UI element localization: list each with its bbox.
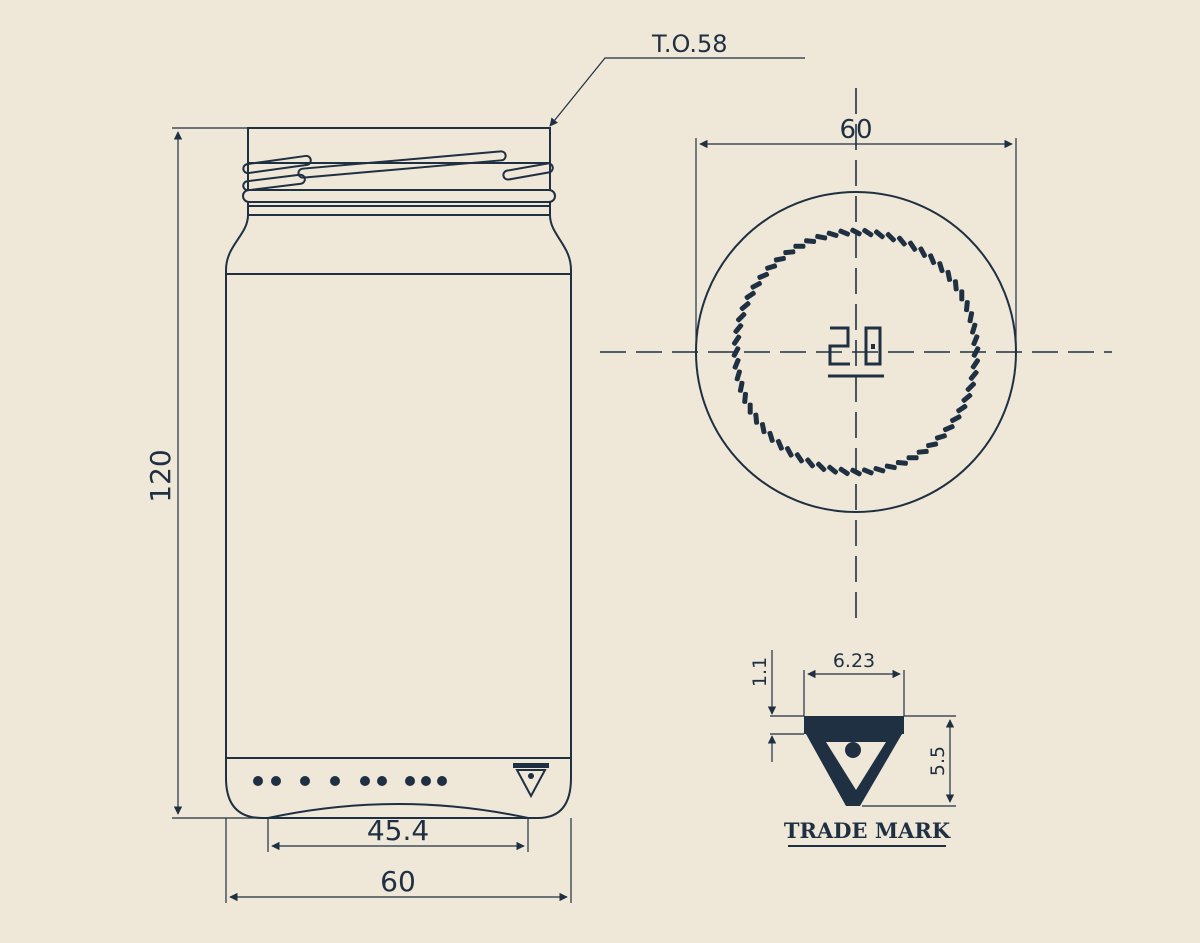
knurl-tooth xyxy=(731,334,742,346)
side-view-dimensions xyxy=(172,57,805,903)
jar-top-view xyxy=(600,88,1112,620)
knurl-tooth xyxy=(767,430,775,443)
knurl-tooth xyxy=(873,466,886,474)
knurl-tooth xyxy=(934,433,947,441)
base-embossing xyxy=(253,776,447,786)
knurl-tooth xyxy=(838,228,851,237)
center-mold-mark xyxy=(828,326,884,378)
knurl-tooth xyxy=(794,452,805,464)
knurl-tooth xyxy=(961,392,973,403)
knurl-tooth xyxy=(731,346,741,358)
trade-height-label: 5.5 xyxy=(927,746,949,776)
trade-mark-caption: TRADE MARK xyxy=(784,818,951,843)
knurl-tooth xyxy=(773,255,786,263)
jar-body-outline xyxy=(225,214,572,819)
knurl-tooth xyxy=(805,457,816,469)
top-diameter-label: 60 xyxy=(839,115,872,145)
knurl-tooth xyxy=(885,232,896,243)
knurl-tooth xyxy=(965,381,976,392)
knurl-tooth xyxy=(736,312,747,323)
knurl-tooth xyxy=(732,357,741,370)
knurl-tooth xyxy=(937,261,945,274)
knurl-tooth xyxy=(945,269,953,282)
knurl-tooth xyxy=(884,463,897,471)
knurl-tooth xyxy=(952,279,959,292)
knurl-tooth xyxy=(765,263,778,271)
base-curve xyxy=(267,803,529,819)
knurl-tooth xyxy=(747,402,753,415)
trade-mark-detail xyxy=(788,716,946,847)
jar-side-view xyxy=(225,127,572,819)
thread-segment xyxy=(242,173,306,192)
knurl-tooth xyxy=(784,446,794,458)
trade-mark-dot xyxy=(845,742,861,758)
thread-segment xyxy=(242,154,312,175)
knurl-tooth xyxy=(916,448,929,455)
knurl-tooth xyxy=(783,249,796,256)
knurl-tooth xyxy=(906,455,919,461)
knurl-tooth xyxy=(918,246,928,258)
trade-mark-dimensions xyxy=(767,650,956,807)
knurl-tooth xyxy=(816,461,827,472)
finish-label: T.O.58 xyxy=(651,30,728,58)
knurl-tooth xyxy=(967,311,975,324)
knurl-tooth xyxy=(815,233,828,241)
jar-neck-ring xyxy=(242,189,556,203)
knurl-tooth xyxy=(804,238,817,244)
trade-mark-emboss-small xyxy=(513,763,549,799)
knurl-tooth xyxy=(895,460,908,466)
knurl-tooth xyxy=(862,227,874,238)
knurl-tooth xyxy=(838,466,850,477)
knurl-tooth xyxy=(942,424,955,433)
knurl-tooth xyxy=(826,230,839,238)
knurl-tooth xyxy=(734,369,742,382)
knurl-tooth xyxy=(753,412,760,425)
knurl-tooth xyxy=(968,369,979,381)
knurl-tooth xyxy=(873,229,885,240)
side-height-label: 120 xyxy=(144,449,177,502)
trade-mark-bar xyxy=(804,716,904,734)
top-view-dimensions xyxy=(695,138,1017,352)
knurl-tooth xyxy=(971,334,980,347)
jar-finish xyxy=(247,127,551,164)
knurl-tooth xyxy=(793,243,806,249)
knurl-tooth xyxy=(970,322,978,335)
knurl-tooth xyxy=(775,438,784,451)
thread-segment xyxy=(502,162,554,181)
knurl-tooth xyxy=(959,289,965,302)
knurl-tooth xyxy=(928,253,937,266)
knurl-tooth xyxy=(926,441,939,449)
knurl-tooth xyxy=(733,323,744,335)
top-view-knurl-ring xyxy=(731,227,981,477)
side-body-width-label: 60 xyxy=(380,865,416,898)
knurl-tooth xyxy=(739,301,751,312)
knurl-tooth xyxy=(896,235,907,247)
thread-segment xyxy=(297,150,507,179)
knurl-tooth xyxy=(861,467,874,476)
trade-top-width-label: 6.23 xyxy=(833,650,875,672)
knurl-tooth xyxy=(827,464,839,475)
knurl-tooth xyxy=(750,280,762,290)
knurl-tooth xyxy=(759,422,767,435)
knurl-tooth xyxy=(956,403,968,414)
knurl-tooth xyxy=(744,290,756,301)
knurl-tooth xyxy=(950,414,962,424)
trade-thickness-label: 1.1 xyxy=(749,657,771,687)
knurl-tooth xyxy=(964,300,970,313)
finish-leader-line xyxy=(549,57,805,127)
knurl-tooth xyxy=(737,380,745,393)
side-base-width-label: 45.4 xyxy=(367,814,429,847)
knurl-tooth xyxy=(757,271,770,280)
knurl-tooth xyxy=(907,240,918,252)
knurl-tooth xyxy=(742,391,748,404)
knurl-tooth xyxy=(970,358,981,370)
